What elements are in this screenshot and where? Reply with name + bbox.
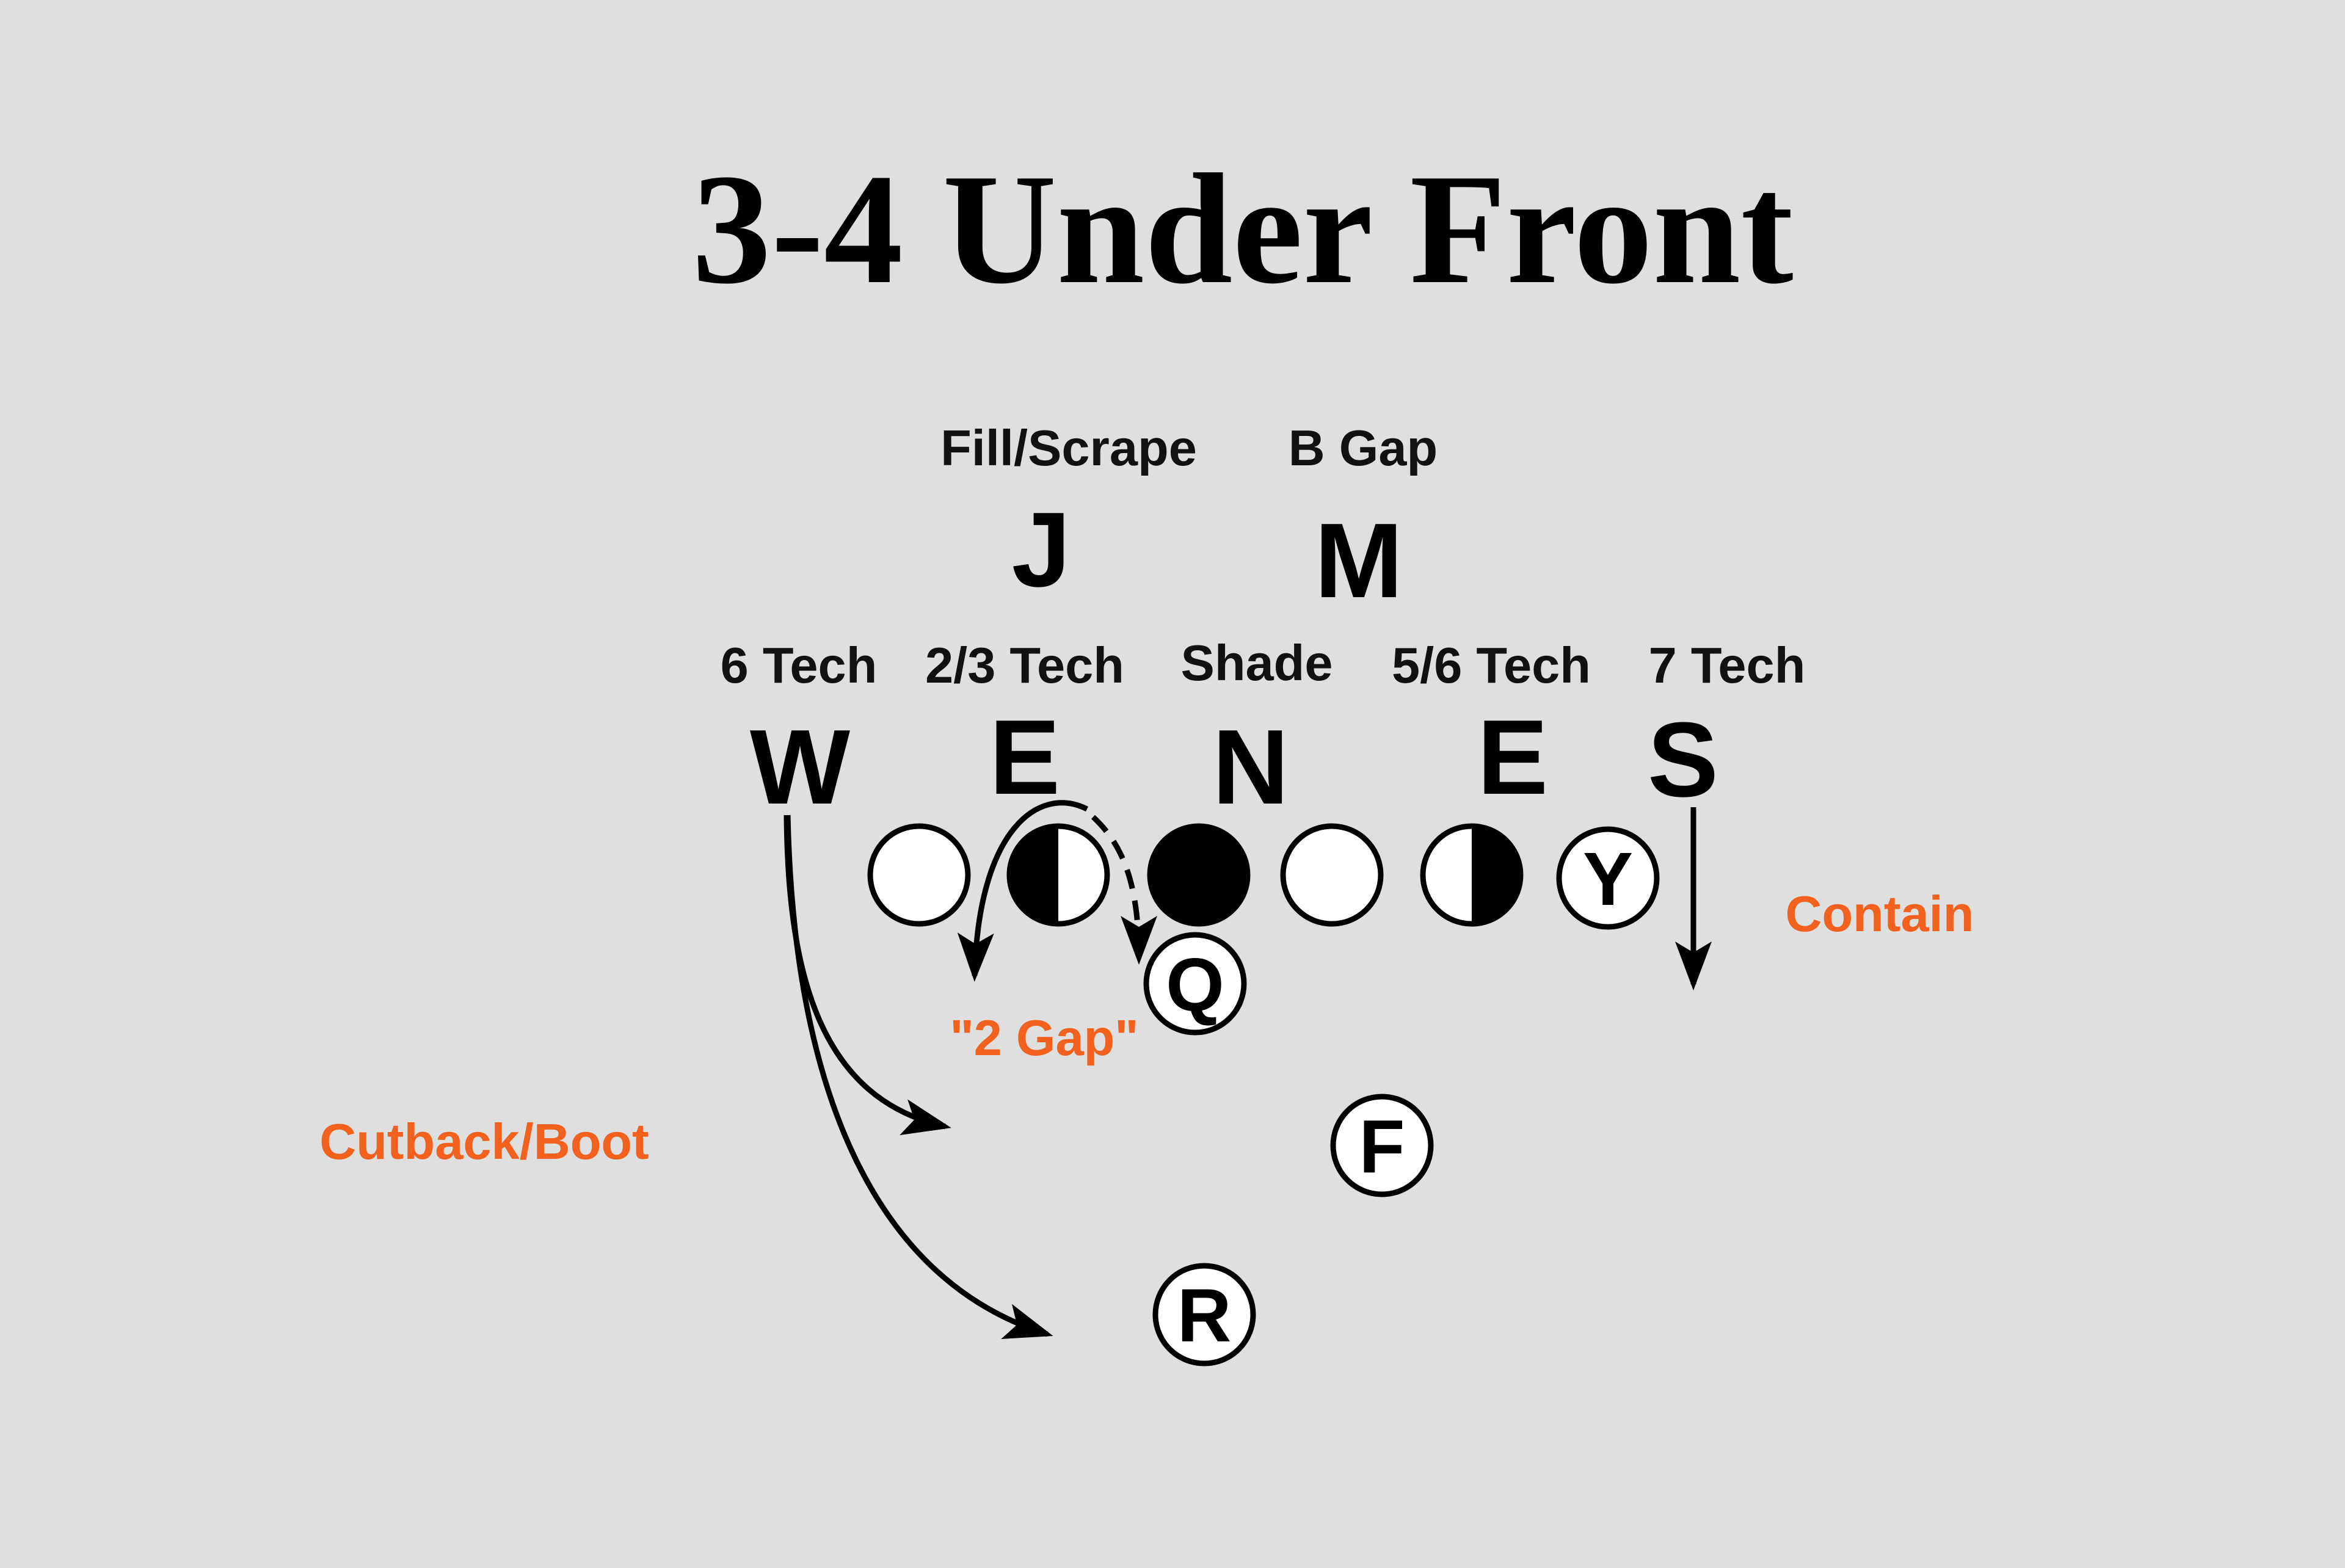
offense-q-label: Q	[1166, 943, 1224, 1027]
label-shade: Shade	[1180, 634, 1332, 691]
label-fill-scrape: Fill/Scrape	[940, 419, 1197, 476]
label-2-3-tech: 2/3 Tech	[925, 637, 1124, 694]
diagram-title: 3-4 Under Front	[692, 142, 1795, 317]
offense-y: Y	[1556, 826, 1660, 930]
linebacker-j: J	[1012, 490, 1071, 609]
route-w-boot	[785, 815, 1053, 1339]
offense-q: Q	[1143, 932, 1247, 1036]
lineman-center-filled	[1147, 823, 1251, 927]
note-2-gap: "2 Gap"	[950, 1009, 1138, 1066]
offensive-line	[867, 823, 1524, 927]
route-e-2-gap	[957, 800, 1089, 982]
offense-r: R	[1152, 1263, 1256, 1367]
label-b-gap: B Gap	[1289, 419, 1438, 476]
lineman-right-tackle-shaded	[1420, 823, 1524, 927]
offense-f: F	[1330, 1094, 1434, 1197]
linebacker-m: M	[1315, 501, 1403, 620]
offense-r-label: R	[1177, 1274, 1232, 1358]
note-cutback-boot: Cutback/Boot	[319, 1113, 649, 1170]
defender-s: S	[1648, 700, 1718, 819]
offense-f-label: F	[1359, 1105, 1405, 1189]
defender-e-right: E	[1477, 697, 1548, 816]
label-5-6-tech: 5/6 Tech	[1392, 637, 1591, 694]
defender-w: W	[750, 707, 851, 826]
lineman-right-guard	[1280, 823, 1384, 927]
defender-e-left: E	[989, 697, 1060, 816]
lineman-left-guard-shaded	[1006, 823, 1110, 927]
defender-n: N	[1212, 707, 1289, 826]
note-contain: Contain	[1786, 885, 1974, 942]
lineman-left-tackle	[867, 823, 971, 927]
label-6-tech: 6 Tech	[721, 637, 878, 694]
route-e-dashed	[1091, 815, 1157, 965]
offense-y-label: Y	[1583, 838, 1633, 921]
label-7-tech: 7 Tech	[1649, 637, 1806, 694]
